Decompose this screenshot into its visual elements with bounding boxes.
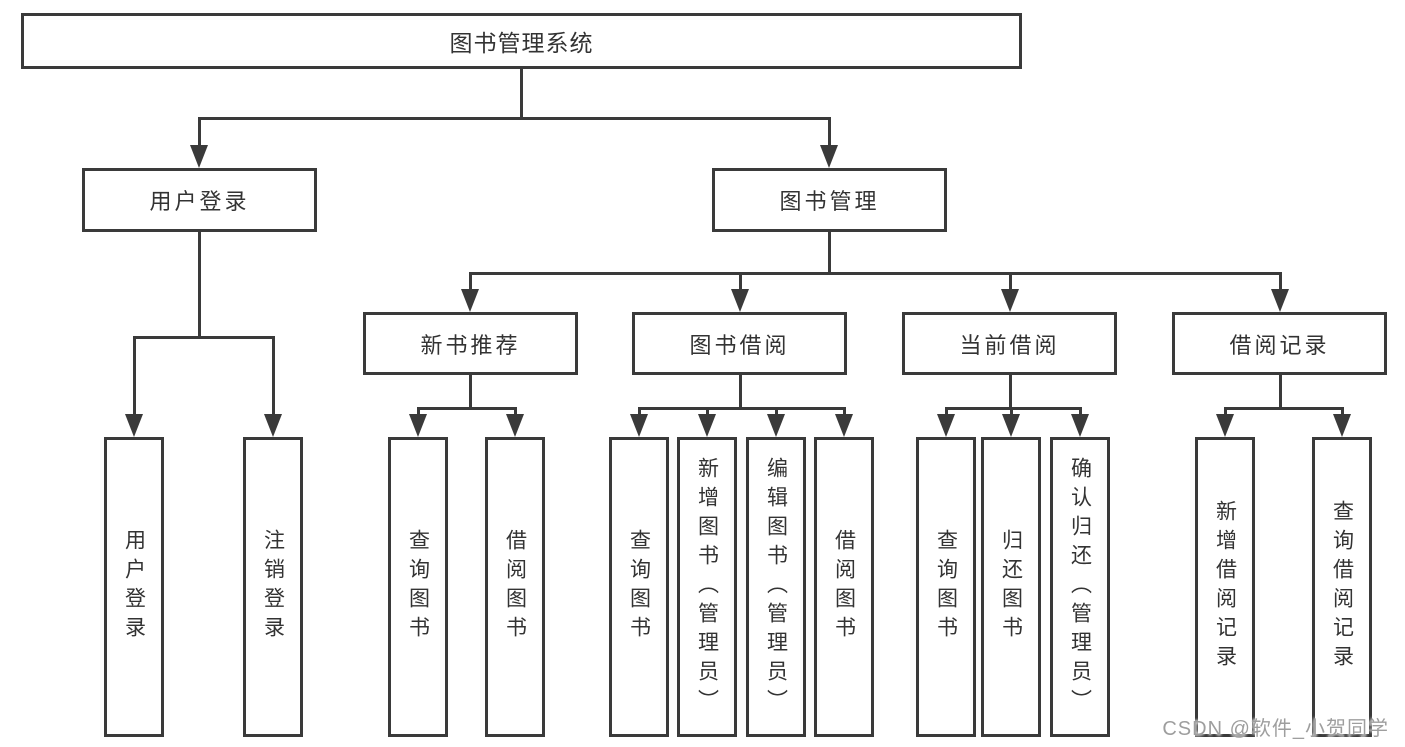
- arrow-down-icon: [1001, 289, 1019, 312]
- arrow-down-icon: [125, 414, 143, 437]
- arrow-down-icon: [767, 414, 785, 437]
- arrow-down-icon: [1002, 414, 1020, 437]
- connector-stem-line: [271, 336, 275, 421]
- leaf-label: 借阅图书: [832, 529, 856, 645]
- node-user-login: 用户登录: [82, 168, 317, 232]
- leaf-edit-books-admin: 编辑图书（管理员）: [746, 437, 806, 737]
- arrow-down-icon: [461, 289, 479, 312]
- leaf-user-login: 用户登录: [104, 437, 164, 737]
- connector-horizontal-line: [637, 407, 846, 410]
- node-borrow-records: 借阅记录: [1172, 312, 1387, 375]
- node-label: 图书管理: [779, 189, 880, 214]
- connector-horizontal-line: [132, 336, 275, 339]
- connector-stem-line: [468, 272, 472, 296]
- leaf-add-borrow-record: 新增借阅记录: [1195, 437, 1255, 737]
- arrow-down-icon: [1333, 414, 1351, 437]
- leaf-label: 查询图书: [934, 529, 958, 645]
- leaf-label: 借阅图书: [503, 529, 527, 645]
- node-label: 图书管理系统: [449, 30, 594, 56]
- node-library-system: 图书管理系统: [21, 13, 1022, 69]
- arrow-down-icon: [264, 414, 282, 437]
- connector-vertical-line: [738, 375, 742, 407]
- leaf-borrow-books: 借阅图书: [814, 437, 874, 737]
- arrow-down-icon: [1271, 289, 1289, 312]
- connector-vertical-line: [1278, 375, 1282, 407]
- leaf-label: 用户登录: [122, 529, 146, 645]
- arrow-down-icon: [630, 414, 648, 437]
- arrow-down-icon: [698, 414, 716, 437]
- leaf-label: 新增图书（管理员）: [695, 456, 719, 718]
- leaf-return-books: 归还图书: [981, 437, 1041, 737]
- connector-stem-line: [827, 117, 831, 152]
- connector-horizontal-line: [944, 407, 1082, 410]
- connector-vertical-line: [197, 232, 201, 336]
- connector-stem-line: [197, 117, 201, 152]
- leaf-borrow-books-recommend: 借阅图书: [485, 437, 545, 737]
- node-label: 新书推荐: [420, 332, 521, 358]
- connector-vertical-line: [468, 375, 472, 407]
- node-new-book-recommend: 新书推荐: [363, 312, 578, 375]
- connector-horizontal-line: [416, 407, 517, 410]
- connector-horizontal-line: [468, 272, 1282, 275]
- connector-horizontal-line: [197, 117, 831, 120]
- leaf-query-books-borrow: 查询图书: [609, 437, 669, 737]
- arrow-down-icon: [506, 414, 524, 437]
- leaf-confirm-return-admin: 确认归还（管理员）: [1050, 437, 1110, 737]
- watermark: CSDN @软件_小贺同学: [1162, 718, 1389, 740]
- node-label: 当前借阅: [959, 332, 1060, 358]
- arrow-down-icon: [409, 414, 427, 437]
- connector-stem-line: [738, 272, 742, 296]
- leaf-label: 查询图书: [627, 529, 651, 645]
- connector-vertical-line: [519, 69, 523, 117]
- leaf-logout: 注销登录: [243, 437, 303, 737]
- connector-stem-line: [132, 336, 136, 421]
- leaf-query-books-recommend: 查询图书: [388, 437, 448, 737]
- connector-horizontal-line: [1223, 407, 1344, 410]
- leaf-label: 注销登录: [261, 529, 285, 645]
- leaf-add-books-admin: 新增图书（管理员）: [677, 437, 737, 737]
- arrow-down-icon: [1071, 414, 1089, 437]
- arrow-down-icon: [731, 289, 749, 312]
- node-book-management: 图书管理: [712, 168, 947, 232]
- connector-vertical-line: [1008, 375, 1012, 407]
- arrow-down-icon: [1216, 414, 1234, 437]
- leaf-query-books-current: 查询图书: [916, 437, 976, 737]
- node-label: 借阅记录: [1229, 332, 1330, 358]
- node-current-borrow: 当前借阅: [902, 312, 1117, 375]
- connector-vertical-line: [827, 232, 831, 272]
- arrow-down-icon: [835, 414, 853, 437]
- arrow-down-icon: [820, 145, 838, 168]
- leaf-label: 确认归还（管理员）: [1068, 456, 1092, 718]
- node-label: 图书借阅: [689, 332, 790, 358]
- arrow-down-icon: [937, 414, 955, 437]
- leaf-query-borrow-record: 查询借阅记录: [1312, 437, 1372, 737]
- leaf-label: 编辑图书（管理员）: [764, 456, 788, 718]
- connector-stem-line: [1278, 272, 1282, 296]
- connector-stem-line: [1008, 272, 1012, 296]
- leaf-label: 查询借阅记录: [1330, 500, 1354, 674]
- leaf-label: 查询图书: [406, 529, 430, 645]
- node-label: 用户登录: [149, 189, 250, 214]
- arrow-down-icon: [190, 145, 208, 168]
- leaf-label: 归还图书: [999, 529, 1023, 645]
- leaf-label: 新增借阅记录: [1213, 500, 1237, 674]
- node-book-borrow: 图书借阅: [632, 312, 847, 375]
